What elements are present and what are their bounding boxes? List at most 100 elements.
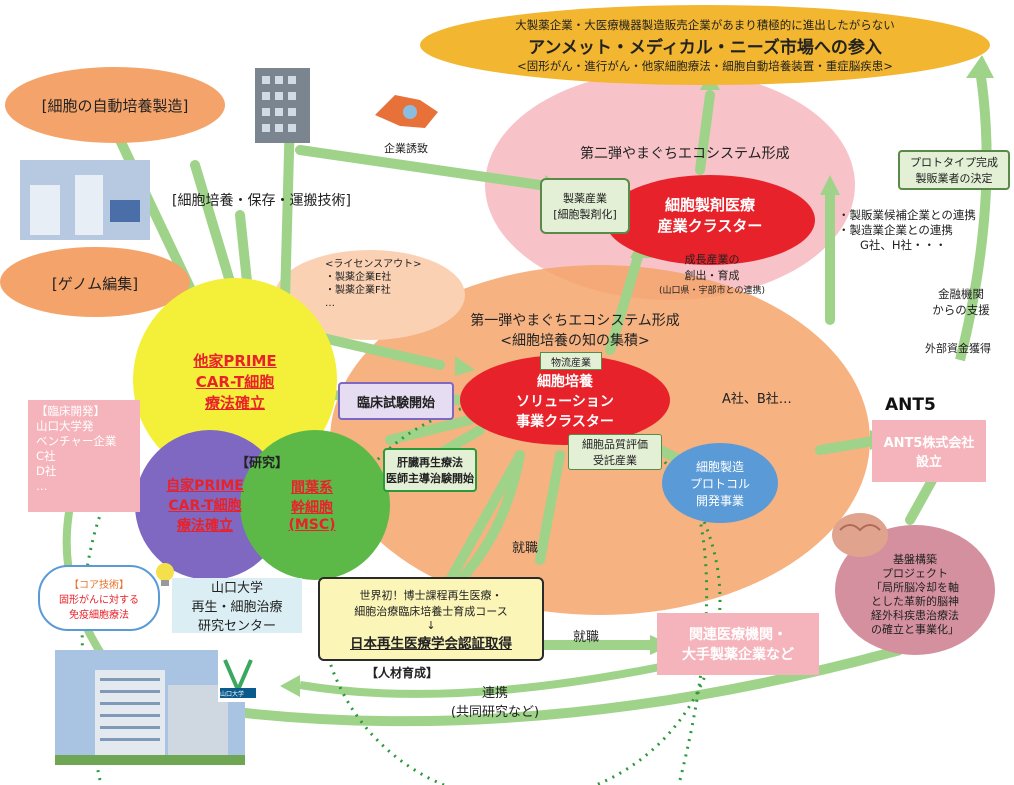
partners-line2: ・製造業企業との連携: [838, 223, 953, 237]
lightbulb-icon: [156, 563, 174, 586]
allogeneic-line2: CAR-T細胞: [195, 372, 275, 391]
employment2-label: 就職: [573, 630, 600, 645]
companies-ab: A社、B社…: [722, 392, 792, 407]
finance-line2: からの支援: [932, 303, 990, 317]
partners-right: ・製販業候補企業との連携 ・製造業企業との連携 G社、H社・・・: [838, 208, 976, 253]
allogeneic-line1: 他家PRIME: [193, 351, 277, 370]
finance-line1: 金融機関: [938, 287, 984, 301]
finance-line3: 外部資金獲得: [925, 342, 991, 355]
msc-circle: [240, 430, 390, 580]
hr-label: 【人材育成】: [366, 666, 439, 680]
msc-line1: 間葉系: [291, 480, 333, 496]
clinical-dev-box: 【臨床開発】 山口大学発 ベンチャー企業 C社 D社 …: [28, 400, 140, 512]
curve-arrow-bottom: [149, 645, 902, 727]
autologous-line3: 療法確立: [177, 518, 233, 534]
logistics-box: 物流産業: [540, 352, 602, 370]
autologous-line1: 自家PRIME: [166, 478, 244, 494]
liver-box: 肝臓再生療法 医師主導治験開始: [383, 448, 477, 492]
collab-line1: 連携: [481, 686, 508, 701]
allogeneic-label: 他家PRIME CAR-T細胞 療法確立: [165, 350, 305, 412]
allogeneic-line3: 療法確立: [204, 393, 265, 412]
cluster1-line1: 細胞培養: [537, 374, 593, 390]
quality-line1: 細胞品質評価: [582, 438, 648, 451]
lab-photo-icon: [20, 160, 150, 240]
cluster2-label: 細胞製剤医療 産業クラスター: [640, 185, 780, 245]
cluster2-ellipse: [605, 175, 815, 265]
msc-label: 間葉系 幹細胞 (MSC): [262, 475, 362, 535]
partners-line3: G社、H社・・・: [860, 238, 947, 252]
brain-line4: とした革新的脳神: [871, 595, 959, 608]
core-tech-title: 【コア技術】: [69, 579, 129, 591]
medical-inst-box: 関連医療機関・ 大手製薬企業など: [657, 613, 819, 675]
company-invite: 企業誘致: [384, 142, 428, 155]
manufacturing-line1: 製薬産業: [563, 192, 607, 205]
autologous-circle: [135, 430, 285, 580]
growth-line1: 成長産業の: [684, 252, 740, 266]
clinical-dev-item: C社: [36, 449, 56, 463]
ecosystem1-line2: <細胞培養の知の集積>: [500, 333, 650, 349]
university-logo: [218, 650, 258, 702]
brain-line3: 「局所脳冷却を軸: [871, 581, 959, 594]
core-tech-bubble: 【コア技術】 固形がんに対する 免疫細胞療法: [38, 565, 160, 631]
msc-line3: (MSC): [288, 517, 336, 533]
core-tech-line1: 固形がんに対する: [59, 594, 139, 606]
tech-auto-culture: [細胞の自動培養製造]: [41, 96, 189, 115]
protocol-label: 細胞製造 プロトコル 開発事業: [672, 455, 768, 511]
brain-icon: [832, 513, 888, 557]
ecosystem2-title: 第二弾やまぐちエコシステム形成: [580, 146, 790, 162]
ant5-line1: ANT5株式会社: [883, 436, 975, 451]
protocol-line1: 細胞製造: [695, 459, 744, 474]
cluster1-ellipse: [460, 355, 670, 445]
handshake-map-icon: [375, 95, 438, 128]
protocol-line3: 開発事業: [695, 493, 744, 508]
hospital-photo-icon: [55, 650, 245, 765]
auto-culture-ellipse: [5, 67, 225, 143]
curve-arrow-right: [955, 69, 992, 362]
dotted-circle-1: [318, 398, 722, 785]
finance-label: 金融機関 からの支援: [916, 285, 1006, 319]
center-box: 山口大学 再生・細胞治療 研究センター: [172, 578, 302, 634]
license-title: <ライセンスアウト>: [325, 259, 422, 270]
curve-arrow-collab: [299, 661, 671, 698]
research-label: 【研究】: [236, 456, 289, 471]
center-line3: 研究センター: [197, 619, 276, 634]
goal-ellipse: [420, 5, 990, 85]
goal-line1: 大製薬企業・大医療機器製造販売企業があまり積極的に進出したがらない: [515, 17, 895, 32]
brain-line6: の確立と事業化」: [871, 623, 959, 636]
clinical-dev-item: ベンチャー企業: [36, 434, 117, 448]
license-out: <ライセンスアウト> ・製薬企業E社 ・製薬企業F社 …: [325, 258, 422, 310]
cluster1-label: 細胞培養 ソリューション 事業クラスター: [495, 370, 635, 432]
prototype-line1: プロトタイプ完成: [910, 156, 998, 169]
prototype-line2: 製販業者の決定: [915, 172, 993, 185]
clinical-trial-box: 臨床試験開始: [338, 382, 454, 420]
medical-inst-line1: 関連医療機関・: [689, 627, 787, 643]
protocol-line2: プロトコル: [689, 476, 750, 491]
license-item: ・製薬企業E社: [325, 272, 392, 283]
education-line1: 世界初！博士課程再生医療・: [359, 588, 503, 602]
goal-title: アンメット・メディカル・ニーズ市場への参入: [528, 37, 882, 58]
cluster2-line2: 産業クラスター: [657, 217, 763, 235]
clinical-dev-item: …: [36, 479, 48, 493]
quality-box: 細胞品質評価 受託産業: [568, 434, 662, 470]
brain-ellipse: [835, 525, 995, 655]
license-item: …: [325, 298, 335, 309]
genome-ellipse: [0, 247, 190, 317]
tech-genome: [ゲノム編集]: [51, 274, 139, 293]
core-tech-line2: 免疫細胞療法: [69, 609, 129, 621]
ecosystem1-line1: 第一弾やまぐちエコシステム形成: [470, 313, 680, 329]
manufacturing-line2: [細胞製剤化]: [553, 208, 617, 221]
prototype-box: プロトタイプ完成 製販業者の決定: [898, 150, 1010, 190]
univ-logo-text: 山口大学: [220, 691, 245, 698]
brain-line2: プロジェクト: [882, 567, 948, 580]
brain-line1: 基盤構築: [893, 553, 937, 566]
clinical-dev-title: 【臨床開発】: [36, 404, 105, 418]
clinical-dev-item: 山口大学発: [36, 419, 94, 433]
growth-label: 成長産業の 創出・育成 (山口県・宇部市との連携): [632, 248, 792, 298]
liver-line2: 医師主導治験開始: [386, 472, 474, 485]
education-line3: 日本再生医療学会認証取得: [350, 635, 512, 652]
allogeneic-circle: [133, 278, 337, 482]
education-line2: 細胞治療臨床培養士育成コース: [354, 604, 508, 618]
clinical-dev-item: D社: [36, 464, 57, 478]
goal-line3: <固形がん・進行がん・他家細胞療法・細胞自動培養装置・重症脳疾患>: [517, 58, 893, 73]
license-area: [275, 250, 465, 340]
